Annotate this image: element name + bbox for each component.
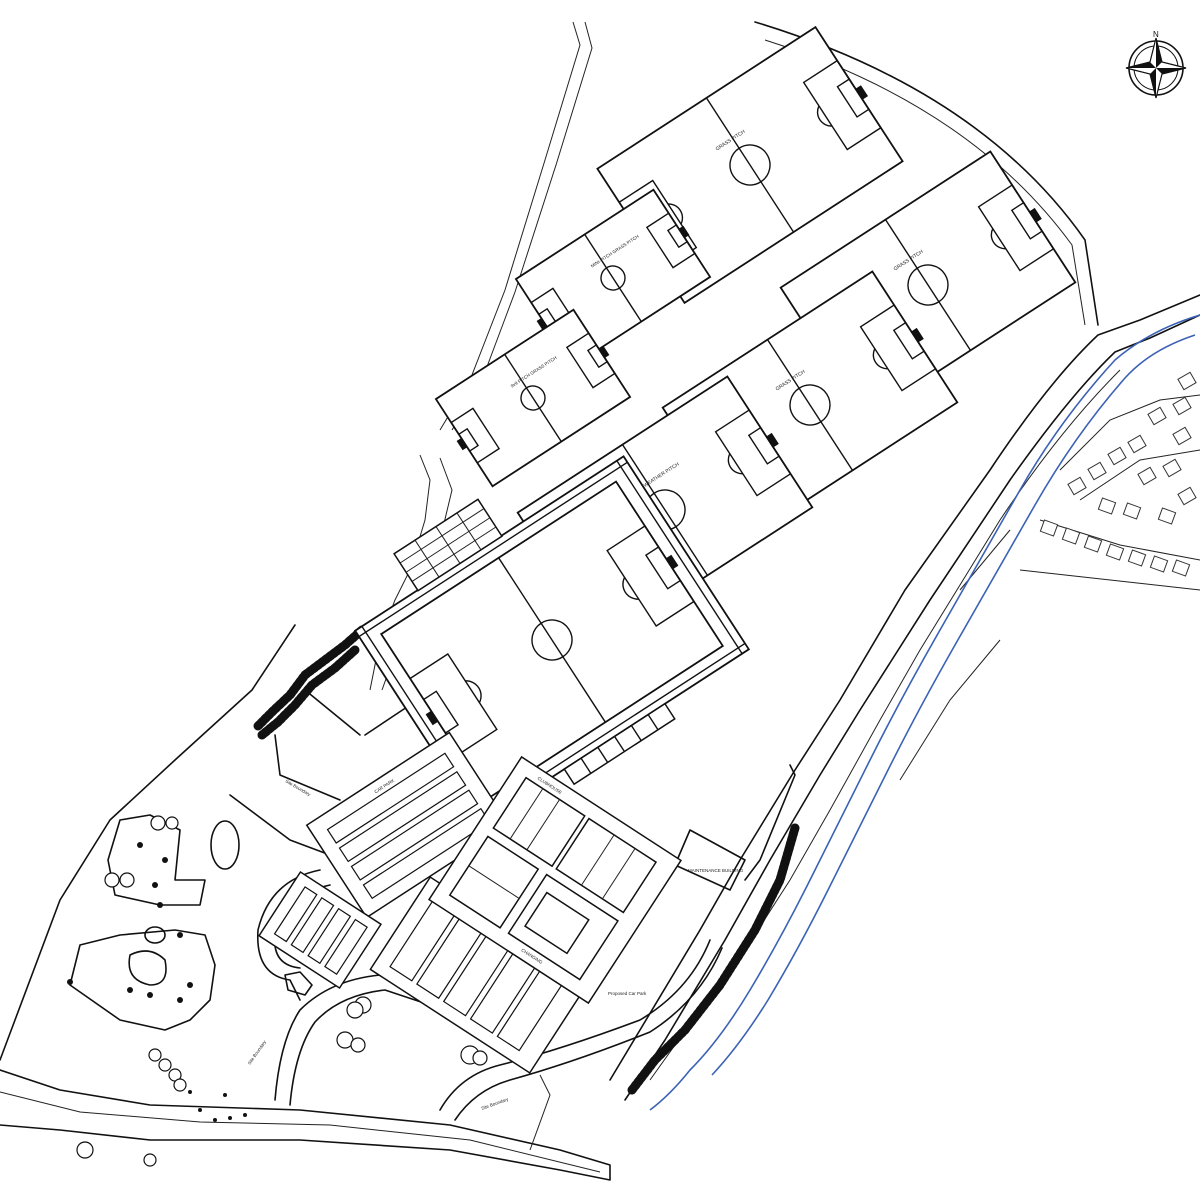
proposed-car-park-label: Proposed Car Park [608, 991, 647, 996]
pitch-9v9: 9v9 PITCH GRASS PITCH [434, 308, 632, 488]
hedges [253, 625, 800, 1095]
site-boundary-label-3: Site Boundary [481, 1096, 510, 1111]
site-boundary-label-2: Site Boundary [247, 1039, 268, 1066]
site-boundary-label-1: Site Boundary [285, 779, 313, 798]
car-park-west [258, 870, 382, 990]
north-arrow: N [1125, 30, 1187, 99]
clubhouse-complex: CLUBHOUSE CHANGING [427, 755, 683, 1005]
housing-estate [1019, 371, 1200, 591]
landscaping-west [67, 814, 488, 1167]
north-letter: N [1153, 30, 1159, 39]
stand-west [393, 498, 503, 592]
maintenance-building: MAINTENANCE BUILDING [688, 868, 744, 873]
maintenance-label: MAINTENANCE BUILDING [688, 868, 744, 873]
pitch-stadium [353, 455, 751, 825]
river [649, 314, 1200, 1111]
car-park-north: CAR PARK [305, 731, 511, 919]
